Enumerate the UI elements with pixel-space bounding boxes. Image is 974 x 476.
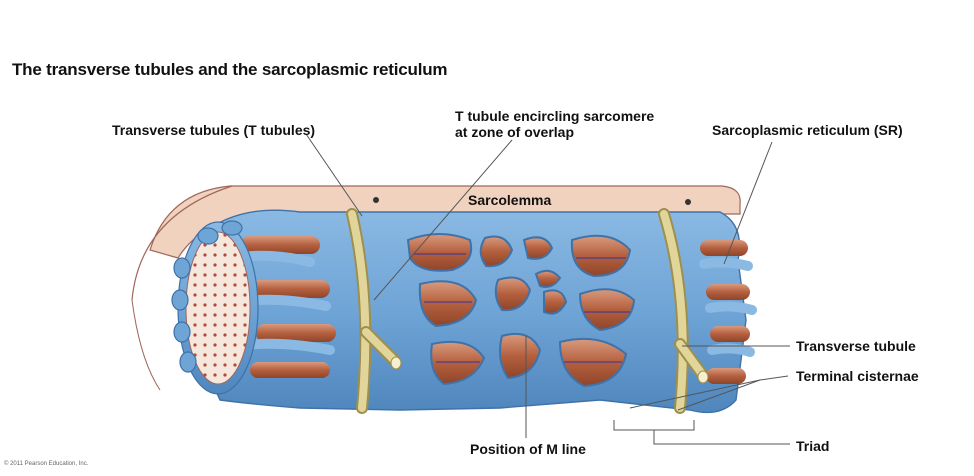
t-tubule-opening-right: [697, 370, 709, 384]
label-t-tubule-encircling: T tubule encircling sarcomere at zone of…: [455, 108, 715, 140]
fiber-cut-end: [171, 220, 259, 395]
label-m-line: Position of M line: [470, 441, 586, 457]
t-tubule-bands: [346, 208, 708, 414]
right-myofibril-fingers: [699, 240, 757, 384]
label-t-tubules: Transverse tubules (T tubules): [112, 122, 316, 138]
copyright-notice: © 2011 Pearson Education, Inc.: [4, 461, 89, 467]
leader-lines: [305, 133, 790, 445]
label-triad: Triad: [796, 438, 830, 454]
figure-title: The transverse tubules and the sarcoplas…: [12, 60, 448, 79]
label-encircling-line1: T tubule encircling sarcomere: [455, 108, 655, 124]
label-terminal-cisternae: Terminal cisternae: [796, 368, 919, 384]
t-tubule-opening-left: [390, 356, 402, 370]
label-transverse-tubule: Transverse tubule: [796, 338, 916, 354]
sr-network-windows: [406, 233, 636, 388]
label-encircling-line2: at zone of overlap: [455, 124, 575, 140]
myofibril-stripes: [414, 253, 630, 363]
label-sarcolemma: Sarcolemma: [468, 192, 552, 208]
label-sarcoplasmic-reticulum: Sarcoplasmic reticulum (SR): [712, 122, 903, 138]
